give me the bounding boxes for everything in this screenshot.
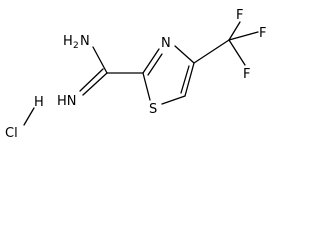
bond-ring-n3-c4	[174, 45, 195, 64]
bond-h-cl	[23, 107, 35, 126]
bond-cf3-f3	[228, 39, 246, 66]
salt-chlorine-label: Cl	[5, 126, 18, 141]
bond-ring-c2-n3-1	[142, 48, 160, 74]
bond-ring-c5-s1	[161, 95, 186, 105]
fluorine-3-label: F	[243, 67, 250, 82]
bond-amidine-c-nh-2	[79, 68, 104, 92]
salt-hydrogen-label: H	[34, 95, 44, 110]
amine-nitrogen-label: H	[63, 34, 73, 49]
bond-cf3-f1	[228, 21, 241, 41]
ring-sulfur-label: S	[149, 102, 157, 117]
structure-canvas: H 2 N HN N S F F F H Cl	[5, 8, 267, 141]
bond-ring-c4-c5-1	[184, 62, 195, 97]
amine-n-label: N	[80, 34, 90, 49]
bond-ring-c4-c5-2	[180, 65, 190, 94]
bond-amidine-c-nh-1	[82, 72, 108, 96]
imine-label: HN	[57, 94, 77, 109]
amine-h-count-label: 2	[73, 41, 79, 51]
bond-ring-s1-c2	[142, 72, 151, 101]
ring-nitrogen-label: N	[161, 36, 171, 51]
bond-amidine-c-nh2	[92, 46, 108, 74]
bond-ring-c2-n3-2	[147, 53, 163, 76]
fluorine-2-label: F	[259, 26, 266, 41]
bond-c4-cf3	[193, 39, 230, 64]
molecule-drawing: H 2 N HN N S F F F H Cl	[5, 8, 266, 141]
bond-cf3-f2	[228, 31, 259, 41]
fluorine-1-label: F	[236, 8, 243, 23]
